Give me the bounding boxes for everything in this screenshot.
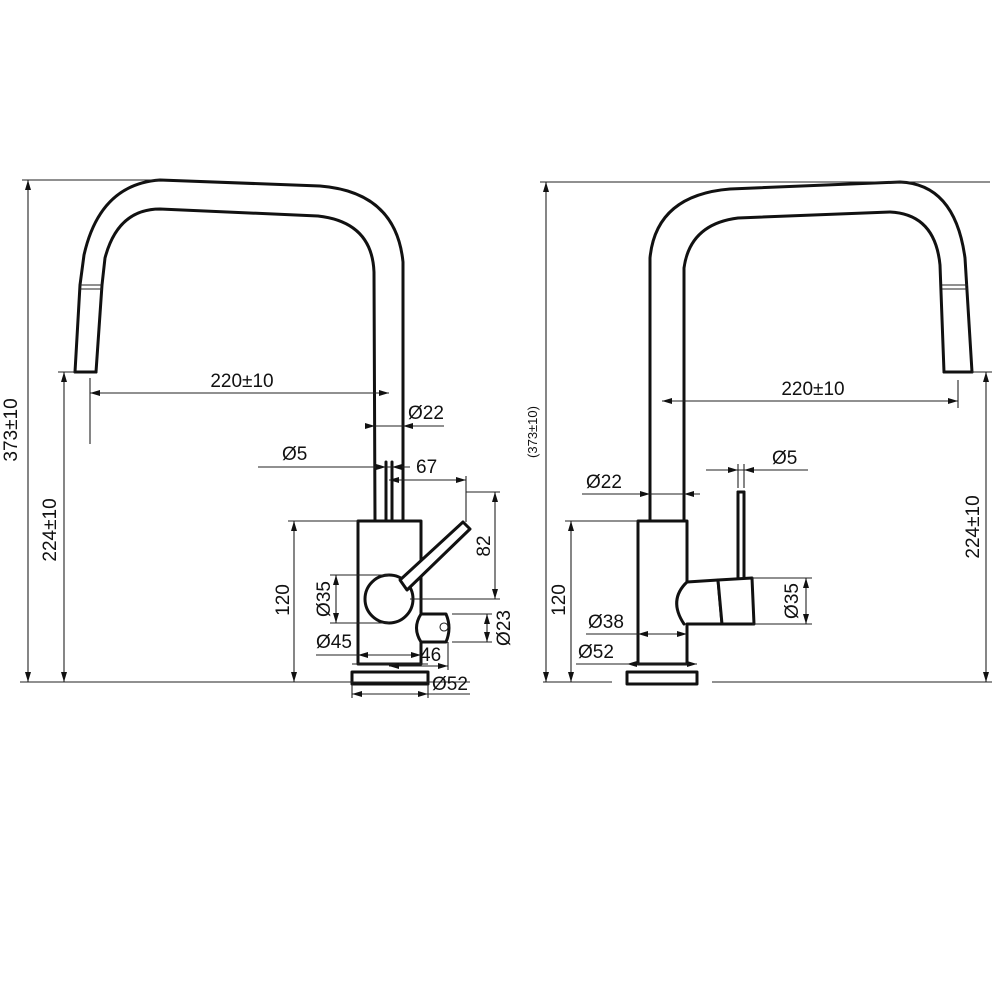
left-base-diameter-label: Ø52: [432, 674, 468, 695]
left-body-diameter-label: Ø45: [316, 632, 352, 653]
left-spout-height-label: 224±10: [40, 498, 61, 561]
right-body-diameter-label: Ø38: [588, 612, 624, 633]
left-spout-outer: [73, 178, 405, 523]
right-handle: [716, 576, 756, 626]
left-body-height-label: 120: [273, 584, 294, 616]
right-body-height-label: 120: [549, 584, 570, 616]
left-spout-inner: [94, 207, 377, 523]
left-lever-height-label: 82: [474, 535, 495, 556]
right-spout-inner: [682, 210, 946, 523]
right-overall-height-label: (373±10): [525, 406, 540, 458]
right-base-diameter-label: Ø52: [578, 642, 614, 663]
left-knob-offset-label: 46: [420, 645, 441, 666]
right-base: [625, 670, 699, 686]
left-tube-diameter-label: Ø22: [408, 403, 444, 424]
left-reach-label: 220±10: [210, 371, 273, 392]
left-knob: [415, 612, 451, 644]
left-view: [20, 178, 472, 686]
right-rod-diameter-label: Ø5: [772, 448, 797, 469]
dimension-lines: [22, 179, 992, 698]
left-overall-height-label: 373±10: [1, 398, 22, 461]
left-lever-offset-label: 67: [416, 457, 437, 478]
right-spout-height-label: 224±10: [963, 495, 984, 558]
right-handle-diameter-label: Ø35: [782, 583, 803, 619]
dimension-labels: 373±10 224±10 220±10 Ø22 Ø5 67 82 120 Ø3…: [1, 371, 984, 695]
right-reach-label: 220±10: [781, 379, 844, 400]
left-knob-diameter-label: Ø23: [494, 610, 515, 646]
right-spout-outer: [648, 180, 974, 523]
right-view: [543, 180, 992, 686]
left-lever: [398, 520, 472, 592]
left-hub-diameter-label: Ø35: [314, 581, 335, 617]
left-base: [350, 670, 430, 686]
right-tube-diameter-label: Ø22: [586, 472, 622, 493]
left-rod-diameter-label: Ø5: [282, 444, 307, 465]
